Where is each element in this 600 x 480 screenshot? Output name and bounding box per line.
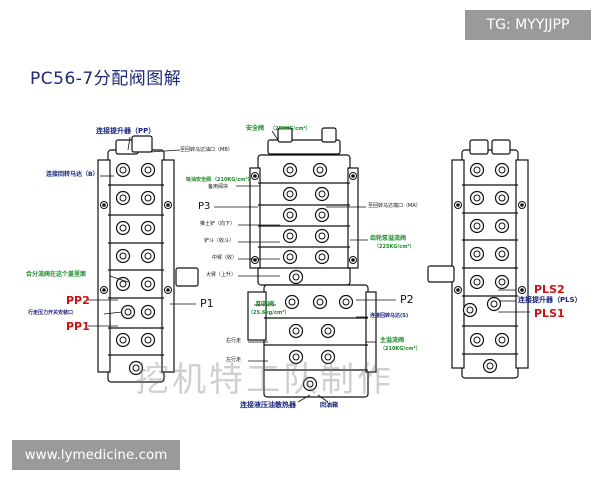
label-suction-safety-pressure: （210KG/cm²） [212,177,253,183]
label-return-tank: 回油箱 [320,402,339,409]
label-swing-motor-b: 连接回转马达（B） [46,171,99,178]
label-pls1: PLS1 [534,307,565,320]
label-right-travel: 右行走 [226,338,242,344]
label-blade-down: 推土铲（向下） [200,221,236,227]
label-gear-pump-relief-pressure: （225KG/cm²） [374,244,415,250]
label-swing-port-ma: 至回转马达端口（MA） [368,203,421,209]
label-suction-safety: 吸油安全阀 [186,177,212,183]
center-valve-block [247,127,377,398]
label-p3: P3 [198,201,211,212]
label-left-travel: 左行走 [226,357,242,363]
label-main-relief: 主溢流阀 [380,337,405,344]
page-title: PC56-7分配阀图解 [30,69,182,89]
label-travel-pressure-switch: 行走压力开关安装口 [28,310,74,316]
label-bucket-curl: 铲斗（收斗） [204,238,235,244]
label-unload-valve: 卸荷阀 [256,301,275,308]
label-gear-pump-relief: 齿轮泵溢流阀 [370,235,407,242]
label-unload-pressure: （25.6kg/cm²） [248,310,290,316]
label-arm-in: 中臂（收） [212,255,238,261]
label-swing-motor-s: 连接回转马达(S) [370,313,409,319]
leader-lines [88,130,530,403]
label-spare-block: 备用阀块 [208,184,229,190]
label-swing-port-mb: 至回转马达油口（MB） [180,147,233,153]
label-safety-pressure: （255KG/cm²） [270,126,311,132]
label-merge-valve: 合分流阀在这个盖里面 [26,271,87,278]
label-pls2: PLS2 [534,283,565,296]
left-valve-block [97,135,199,383]
watermark: 挖机特工队制作 [135,360,394,400]
label-p2: P2 [400,293,414,306]
top-banner: TG: MYYJJPP [465,10,591,40]
label-lift-pp: 连接提升器（PP） [96,127,156,135]
label-main-relief-pressure: （210KG/cm²） [380,346,421,352]
label-p1: P1 [200,297,214,310]
label-lift-pls: 连接提升器（PLS） [518,296,582,304]
bottom-banner: www.lymedicine.com [12,440,180,470]
label-pp1: PP1 [66,320,90,333]
right-valve-block [427,139,529,379]
label-safety-valve: 安全阀 [246,125,265,132]
label-oil-cooler: 连接液压油散热器 [240,401,296,409]
label-boom-raise: 大臂（上升） [206,272,237,278]
label-pp2: PP2 [66,294,90,307]
